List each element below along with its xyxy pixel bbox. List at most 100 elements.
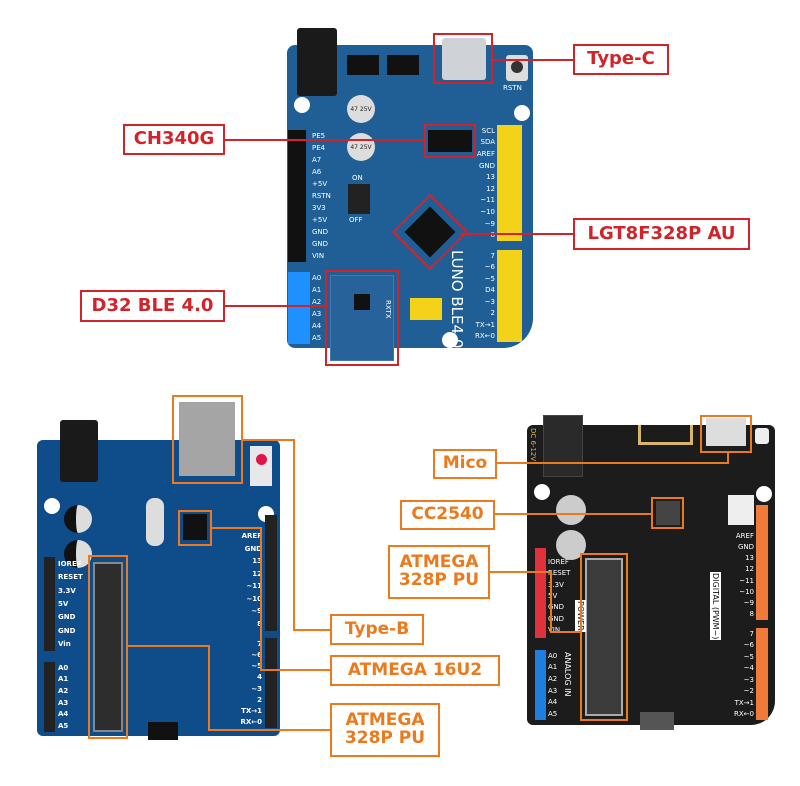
ch340g-chip <box>428 130 472 152</box>
uno-board <box>37 440 280 736</box>
pin-label: RX←0 <box>734 710 754 719</box>
pin-label: RX←0 <box>475 332 495 341</box>
module-rxtx-label: RXTX <box>384 300 392 319</box>
callout-type-b: Type-B <box>330 614 424 645</box>
pin-label: ~5 <box>743 652 754 661</box>
pin-label: TX→1 <box>241 707 262 716</box>
capacitor <box>64 505 92 533</box>
pin-label: ~11 <box>246 582 262 591</box>
capacitor: 47 25V <box>347 95 375 123</box>
cc2540-highlight <box>651 497 684 529</box>
pin-label: ~10 <box>246 594 262 603</box>
callout-lgt8f328p: LGT8F328P AU <box>573 218 750 250</box>
pin-label: A2 <box>548 675 558 684</box>
pin-label: A0 <box>312 274 322 282</box>
pin-label: A1 <box>312 286 322 294</box>
voltage-regulator <box>347 55 379 75</box>
pin-label: Vin <box>58 640 71 649</box>
pin-label: 8 <box>490 231 495 240</box>
pin-label: IOREF <box>548 557 569 566</box>
board-name: LUNO BLE4.0 <box>448 250 466 349</box>
capacitor: 47 25V <box>347 133 375 161</box>
reset-button[interactable] <box>755 428 769 444</box>
pin-label: ~11 <box>739 576 754 585</box>
pin-label: ~6 <box>484 263 495 272</box>
pin-label: ~5 <box>484 274 495 283</box>
callout-atmega16u2: ATMEGA 16U2 <box>330 655 500 686</box>
switch-on-label: ON <box>352 174 363 182</box>
pin-label: A3 <box>548 686 558 695</box>
pcb-antenna <box>638 425 693 445</box>
reset-button[interactable] <box>506 55 528 81</box>
icsp-header <box>410 298 442 320</box>
pin-label: 2 <box>257 695 262 704</box>
pin-label: A1 <box>58 675 69 684</box>
pin-label: GND <box>737 542 754 551</box>
pin-label: AREF <box>735 531 754 540</box>
pin-label: A4 <box>548 698 558 707</box>
atmega328p-highlight <box>88 555 128 739</box>
pin-label: A5 <box>58 722 69 731</box>
power-input-label: DC 6-12V <box>529 428 537 462</box>
pin-label: 8 <box>749 610 754 619</box>
callout-line-1: ATMEGA <box>399 552 479 573</box>
pin-label: A6 <box>312 168 322 176</box>
pin-label: GND <box>548 614 565 623</box>
usb-b-port <box>179 402 235 476</box>
pin-label: 7 <box>234 640 262 648</box>
icsp-header <box>640 712 674 730</box>
pin-label: ~3 <box>484 297 495 306</box>
pin-label: 3V3 <box>312 204 326 212</box>
pin-label: ~11 <box>480 196 495 205</box>
pin-label: 5V <box>58 599 69 608</box>
ble-highlight <box>325 270 399 366</box>
mico-highlight <box>700 415 752 453</box>
pin-label: GND <box>58 613 76 622</box>
pin-label: ~3 <box>251 684 262 693</box>
pin-label: TX→1 <box>475 320 495 329</box>
reset-button[interactable] <box>250 446 272 486</box>
pin-label: ~9 <box>251 607 262 616</box>
pin-label: A3 <box>58 698 69 707</box>
icsp-header <box>148 722 178 740</box>
digital-header-top <box>756 505 768 620</box>
pin-label: A3 <box>312 310 322 318</box>
pin-label: GND <box>548 603 565 612</box>
power-header <box>288 130 306 262</box>
pin-label: RX←0 <box>240 718 262 727</box>
cc2540-chip <box>656 501 680 525</box>
pin-label: 7 <box>749 629 754 638</box>
pin-label: RSTN <box>312 192 331 200</box>
atmega328p-chip <box>585 558 623 716</box>
pin-label: +5V <box>312 216 328 224</box>
pin-label: ~2 <box>743 687 754 696</box>
digital-header-bottom <box>756 628 768 720</box>
pin-label: TX→1 <box>734 698 754 707</box>
atmega16u2-highlight <box>178 510 212 546</box>
type-c-highlight <box>433 33 493 84</box>
pin-label: 8 <box>234 620 262 628</box>
pin-label: A1 <box>548 663 558 672</box>
reset-label: RSTN <box>503 84 522 92</box>
capacitor <box>556 495 586 525</box>
dip-switch[interactable] <box>348 184 370 214</box>
pin-label: PE4 <box>312 144 326 152</box>
digital-header-top <box>497 125 522 241</box>
pin-label: A0 <box>548 651 558 660</box>
type-b-highlight <box>172 395 243 484</box>
pin-label: A5 <box>548 710 558 719</box>
atmega328p-chip <box>93 562 123 732</box>
pin-label: ~6 <box>743 641 754 650</box>
pin-label: ~3 <box>743 675 754 684</box>
pin-label: D4 <box>485 286 495 295</box>
digital-header-bottom <box>497 250 522 342</box>
voltage-regulator <box>387 55 419 75</box>
power-jack <box>297 28 337 96</box>
